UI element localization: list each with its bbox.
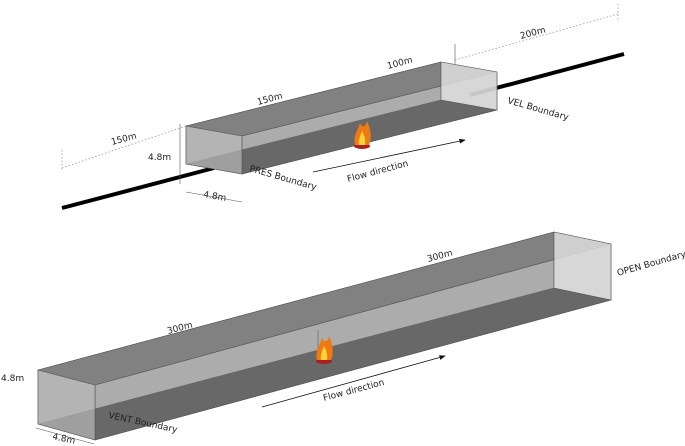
top-inlet-label: PRES Boundary — [248, 164, 318, 193]
top-inlet-bar — [61, 166, 215, 210]
bottom-fire-icon — [316, 336, 333, 364]
bottom-tunnel-inlet-face — [37, 369, 96, 441]
top-fire-icon — [354, 121, 371, 149]
top-width-tick — [185, 191, 243, 203]
top-height-label: 4.8m — [148, 153, 171, 163]
bottom-height-label: 4.8m — [1, 374, 24, 384]
top-length-label-4: 200m — [519, 26, 547, 42]
top-flow-arrow — [312, 138, 466, 173]
top-tunnel-outlet-face — [440, 61, 498, 111]
bottom-outlet-label: OPEN Boundary — [616, 249, 685, 278]
bottom-tunnel-outlet-face — [553, 231, 612, 301]
bottom-flow-arrow — [261, 355, 446, 408]
bottom-flow-label: Flow direction — [322, 378, 385, 404]
bottom-tunnel-model: 300m 300m 4.8m 4.8m VENT Boundary OPEN B… — [1, 231, 685, 446]
bottom-width-tick — [35, 427, 95, 445]
top-guide-left — [61, 125, 187, 169]
bottom-width-label: 4.8m — [51, 432, 76, 446]
top-outlet-label: VEL Boundary — [506, 96, 570, 123]
top-tunnel-inlet-face — [185, 125, 243, 175]
top-width-label: 4.8m — [202, 190, 226, 204]
top-guide-right — [454, 13, 619, 61]
top-tunnel-model: 150m 150m 100m 200m 4.8m 4.8m PRES Bound… — [61, 4, 625, 210]
top-length-label-1: 150m — [110, 132, 138, 148]
top-length-label-3: 100m — [386, 56, 414, 72]
